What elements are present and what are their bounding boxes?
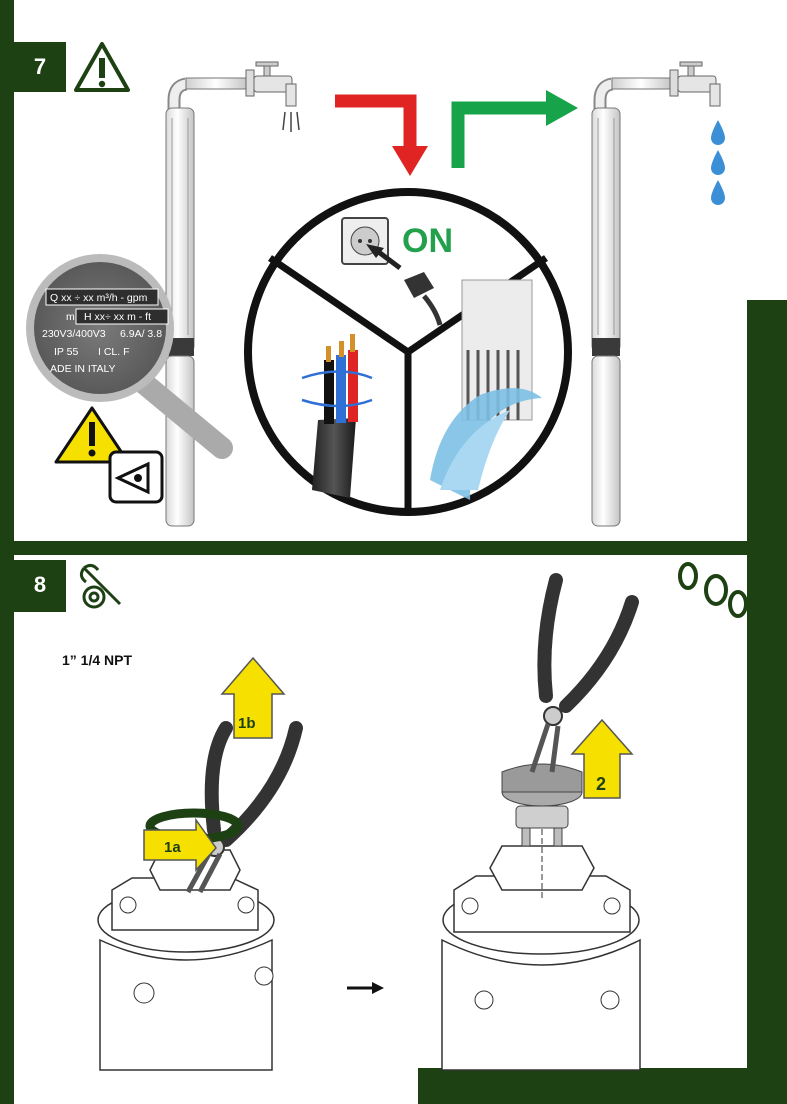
eye-inspect-icon bbox=[110, 452, 162, 502]
nameplate-line-3-right: 6.9A/ 3.8 bbox=[120, 328, 162, 340]
red-arrow-icon bbox=[335, 101, 428, 176]
on-label: ON bbox=[402, 222, 453, 260]
water-drops-icon bbox=[711, 120, 725, 205]
nameplate-line-4-left: IP 55 bbox=[54, 346, 78, 358]
nameplate-line-1: Q xx ÷ xx m³/h - gpm bbox=[50, 292, 148, 304]
nameplate-line-2-left: m bbox=[66, 311, 75, 323]
green-arrow-icon bbox=[458, 90, 578, 168]
pump-head-right bbox=[442, 820, 640, 1070]
pump-right bbox=[592, 62, 720, 526]
pump-head-left bbox=[98, 850, 274, 1070]
nameplate-line-4-right: I CL. F bbox=[98, 346, 130, 358]
nameplate-line-3-left: 230V3/400V3 bbox=[42, 328, 106, 340]
nameplate-line-2-right: H xx÷ xx m - ft bbox=[84, 311, 151, 323]
wrench-gear-icon bbox=[81, 565, 120, 607]
wall-socket-icon bbox=[342, 218, 388, 264]
nameplate-line-5: ADE IN ITALY bbox=[50, 363, 116, 375]
label-1a: 1a bbox=[164, 839, 181, 856]
label-2: 2 bbox=[596, 774, 606, 794]
warning-triangle-icon bbox=[76, 44, 128, 90]
next-arrow-icon bbox=[347, 982, 384, 994]
o-rings-icon bbox=[680, 564, 746, 616]
label-1b: 1b bbox=[238, 715, 256, 732]
